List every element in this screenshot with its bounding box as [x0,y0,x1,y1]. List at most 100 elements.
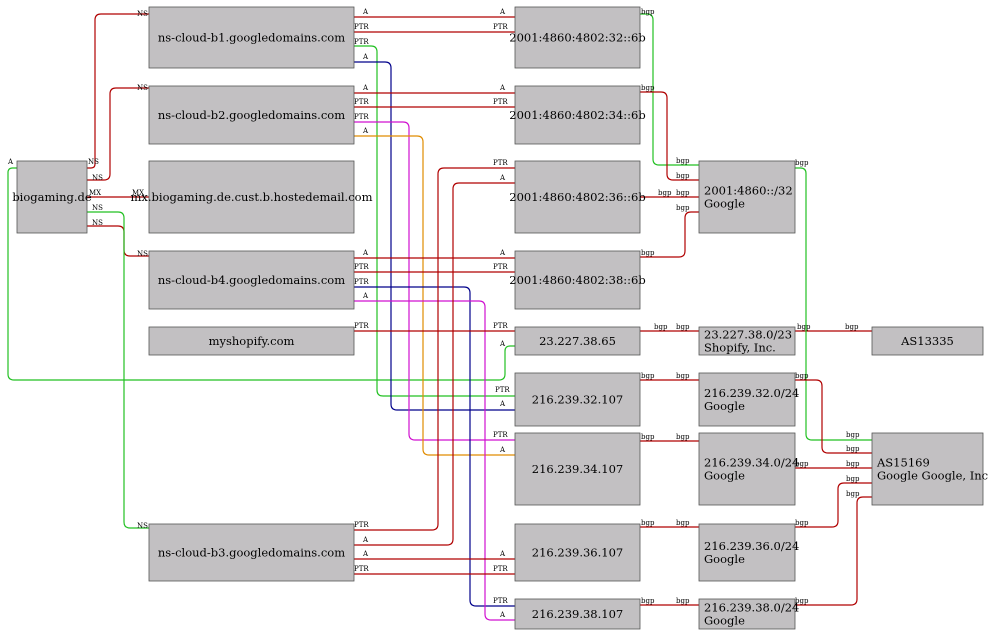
edge-label-source: A [362,127,369,135]
node-ip-23[interactable]: 23.227.38.65 [514,326,641,356]
nodes-layer: biogaming.de ns-cloud-b1.googledomains.co… [12,6,988,630]
node-v6-34[interactable]: 2001:4860:4802:34::6b [509,85,646,145]
edge-label-source: bgp [658,189,672,197]
node-label: 216.239.36.0/24 [704,539,799,553]
edge-label-source: PTR [354,521,369,529]
edge-label-source: PTR [354,98,369,106]
edge-label-source: bgp [795,460,809,468]
node-box [16,160,88,234]
edge-pf36-as15169: bgp bgp [795,475,872,528]
node-nsb3[interactable]: ns-cloud-b3.googledomains.com [148,523,355,582]
node-nsb1[interactable]: ns-cloud-b1.googledomains.com [148,6,355,69]
node-box [514,160,641,234]
node-nsb4[interactable]: ns-cloud-b4.googledomains.com [148,250,355,310]
edge-label-source: NS [92,174,103,182]
edge-label-source: A [362,8,369,16]
edge-label-target: bgp [846,431,860,439]
edge-line [87,87,149,181]
node-ip-32[interactable]: 216.239.32.107 [514,372,641,427]
edge-label-target: NS [137,522,148,530]
edge-label-source: PTR [354,278,369,286]
edge-label-target: PTR [493,263,508,271]
edge-label-source: A [362,536,369,544]
node-box [148,6,355,69]
edge-line [640,91,699,181]
edge-line [354,121,515,441]
edge-label-target: MX [132,189,144,197]
edge-label-source: bgp [795,519,809,527]
edge-label-target: bgp [676,433,690,441]
edge-pf34-as15169: bgp bgp [795,460,872,469]
edge-label-target: PTR [493,565,508,573]
node-box [514,85,641,145]
node-myshop[interactable]: myshopify.com [148,326,355,356]
node-label: 216.239.38.107 [532,607,623,621]
node-box [514,523,641,582]
node-box [698,372,796,427]
edge-pf38-as15169: bgp bgp [795,490,872,606]
edge-label-target: bgp [846,490,860,498]
edge-label-target: bgp [676,189,690,197]
edge-line [354,135,515,456]
edge-label-source: bgp [641,519,655,527]
edge-line [354,286,515,607]
node-v6-38[interactable]: 2001:4860:4802:38::6b [509,250,646,310]
edge-label-source: PTR [354,565,369,573]
edge-label-target: A [499,340,506,348]
node-label: 23.227.38.65 [539,334,616,348]
node-label: ns-cloud-b4.googledomains.com [158,273,345,287]
node-label: Google [704,552,745,566]
node-label: Google [704,614,745,628]
edge-label-target: bgp [845,323,859,331]
node-box [148,326,355,356]
node-as13335[interactable]: AS13335 [871,326,984,356]
edge-line [7,167,515,381]
edge-label-target: PTR [493,597,508,605]
edge-nsb1-ip32-ptr: PTR PTR [354,38,515,397]
node-mx[interactable]: mx.biogaming.de.cust.b.hostedemail.com [131,160,373,234]
node-box [514,372,641,427]
node-label: 2001:4860::/32 [704,184,793,198]
edge-line [795,482,872,528]
node-v6-32[interactable]: 2001:4860:4802:32::6b [509,6,646,69]
node-label: Google Google, Inc [877,469,988,483]
node-ip-38[interactable]: 216.239.38.107 [514,598,641,630]
node-label: AS13335 [900,334,954,348]
node-ip-36[interactable]: 216.239.36.107 [514,523,641,582]
edge-label-source: PTR [354,23,369,31]
node-label: 216.239.34.107 [532,462,623,476]
edge-label-target: bgp [846,460,860,468]
edge-label-source: A [362,53,369,61]
edge-label-source: PTR [354,113,369,121]
node-label: 216.239.32.107 [532,393,623,407]
node-bio[interactable]: biogaming.de [12,160,92,234]
node-label: 23.227.38.0/23 [704,328,792,342]
edge-label-source: A [7,158,14,166]
edge-label-target: bgp [676,157,690,165]
edge-label-target: A [499,84,506,92]
node-ip-34[interactable]: 216.239.34.107 [514,432,641,506]
edge-label-target: PTR [493,159,508,167]
edge-label-source: bgp [795,597,809,605]
node-label: ns-cloud-b3.googledomains.com [158,546,345,560]
node-label: 2001:4860:4802:34::6b [509,108,645,122]
node-nsb2[interactable]: ns-cloud-b2.googledomains.com [148,85,355,145]
edge-label-target: A [499,446,506,454]
edge-label-source: A [362,550,369,558]
edge-label-source: bgp [641,597,655,605]
edge-label-target: NS [137,10,148,18]
node-v6-36[interactable]: 2001:4860:4802:36::6b [509,160,646,234]
